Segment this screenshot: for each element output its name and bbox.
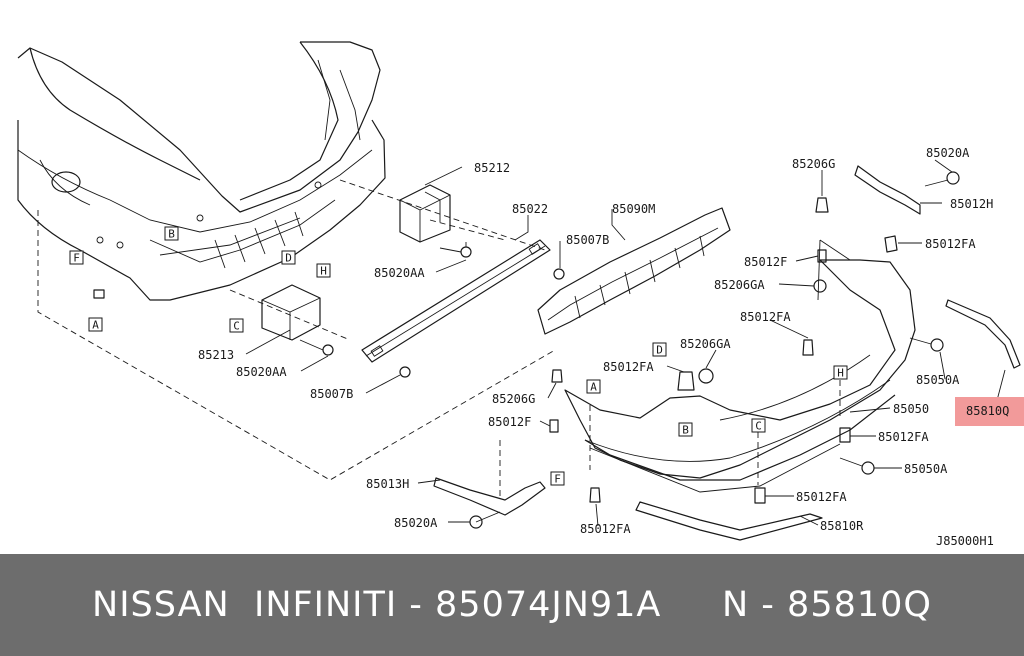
part-labels: 85212 85022 85090M 85206G 85020A 85012H … xyxy=(198,146,1009,548)
leader-lines xyxy=(245,159,1006,527)
footer-part-numbers: NISSAN INFINITI - 85074JN91A N - 85810Q xyxy=(92,585,932,625)
ref-h1: H xyxy=(320,265,327,278)
label-85020AA-b: 85020AA xyxy=(236,365,287,379)
fasteners xyxy=(93,171,960,529)
ref-b2: B xyxy=(682,424,689,437)
strip-85810R xyxy=(635,501,823,541)
label-85020A-b: 85020A xyxy=(394,516,438,530)
moulding-85810Q xyxy=(945,299,1021,369)
label-85212: 85212 xyxy=(474,161,510,175)
label-85012FA-b: 85012FA xyxy=(740,310,791,324)
ref-f2: F xyxy=(554,473,561,486)
label-85206GA-b: 85206GA xyxy=(680,337,731,351)
label-85050A-b: 85050A xyxy=(904,462,948,476)
footer-bar: NISSAN INFINITI - 85074JN91A N - 85810Q xyxy=(0,554,1024,656)
ref-b1: B xyxy=(168,228,175,241)
ref-c2: C xyxy=(755,420,762,433)
ref-a1: A xyxy=(92,319,99,332)
ref-d1: D xyxy=(285,252,292,265)
label-85020A-top: 85020A xyxy=(926,146,970,160)
label-85050: 85050 xyxy=(893,402,929,416)
highlight-85810Q xyxy=(955,397,1024,426)
label-85012F-b: 85012F xyxy=(488,415,531,429)
diagram-code: J85000H1 xyxy=(936,534,994,548)
label-85810Q: 85810Q xyxy=(966,404,1009,418)
label-85020AA-a: 85020AA xyxy=(374,266,425,280)
label-85012FA-e: 85012FA xyxy=(796,490,847,504)
label-85012H: 85012H xyxy=(950,197,993,211)
bracket-85213 xyxy=(261,284,321,341)
ref-d2: D xyxy=(656,344,663,357)
ref-f1: F xyxy=(73,252,80,265)
bracket-85212 xyxy=(399,184,451,243)
absorber-85090M xyxy=(537,207,731,335)
label-85013H: 85013H xyxy=(366,477,409,491)
label-85206GA-a: 85206GA xyxy=(714,278,765,292)
label-85012FA-c: 85012FA xyxy=(603,360,654,374)
label-85810R: 85810R xyxy=(820,519,864,533)
label-85206G-top: 85206G xyxy=(792,157,835,171)
reinforcement-85022 xyxy=(361,239,551,363)
label-85007B-a: 85007B xyxy=(566,233,609,247)
parts-diagram: B D F H A C D A B H C F 85212 85022 8509… xyxy=(17,41,1024,548)
ref-a2: A xyxy=(590,381,597,394)
label-85007B-b: 85007B xyxy=(310,387,353,401)
reference-boxes: B D F H A C D A B H C F xyxy=(69,226,848,486)
ref-c1: C xyxy=(233,320,240,333)
label-85012FA-a: 85012FA xyxy=(925,237,976,251)
label-85022: 85022 xyxy=(512,202,548,216)
label-85050A-a: 85050A xyxy=(916,373,960,387)
label-85012FA-d: 85012FA xyxy=(878,430,929,444)
label-85206G-b: 85206G xyxy=(492,392,535,406)
vehicle-body xyxy=(17,41,386,301)
label-85012F-a: 85012F xyxy=(744,255,787,269)
bracket-85013H xyxy=(433,477,546,516)
bumper-fascia-85050 xyxy=(564,239,916,479)
label-85213: 85213 xyxy=(198,348,234,362)
label-85090M: 85090M xyxy=(612,202,655,216)
bracket-85012H xyxy=(854,165,921,215)
label-85012FA-f: 85012FA xyxy=(580,522,631,536)
ref-h2: H xyxy=(837,367,844,380)
